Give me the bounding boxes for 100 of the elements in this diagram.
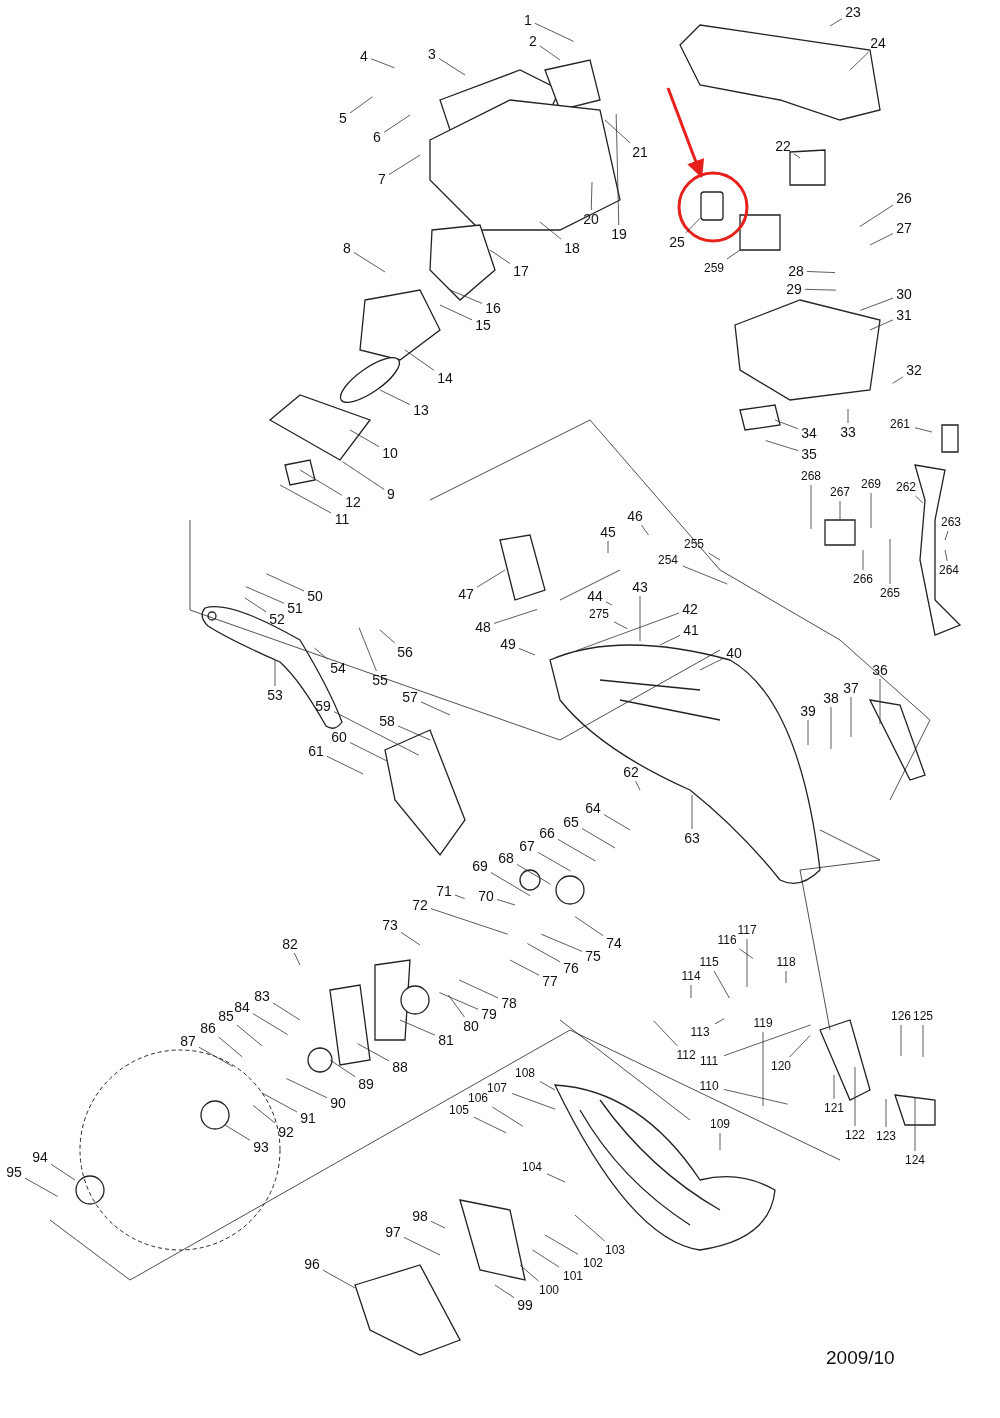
callout-number: 81: [436, 1032, 456, 1048]
leader-line: [313, 647, 328, 660]
leader-line: [516, 864, 551, 885]
callout-number: 91: [298, 1110, 318, 1126]
callout-number: 89: [356, 1076, 376, 1092]
callout-number: 78: [499, 995, 519, 1011]
date-note: 2009/10: [826, 1346, 895, 1370]
callout-number: 61: [306, 743, 326, 759]
callout-number: 47: [456, 586, 476, 602]
leader-line: [714, 1018, 725, 1025]
leader-line: [574, 1214, 606, 1242]
leader-line: [850, 696, 852, 738]
callout-number: 46: [625, 508, 645, 524]
callout-number: 33: [838, 424, 858, 440]
callout-number: 17: [511, 263, 531, 279]
callout-number: 264: [935, 562, 963, 578]
leader-line: [914, 1096, 916, 1152]
leader-line: [944, 530, 949, 541]
leader-line: [218, 1036, 243, 1058]
leader-line: [829, 18, 843, 27]
callout-number: 82: [280, 936, 300, 952]
leader-line: [539, 45, 561, 61]
leader-line: [448, 994, 465, 1018]
leader-line: [859, 297, 894, 311]
leader-line: [236, 1024, 263, 1047]
callout-number: 42: [680, 601, 700, 617]
leader-line: [198, 1046, 234, 1067]
callout-number: 35: [799, 446, 819, 462]
callout-number: 98: [410, 1208, 430, 1224]
callout-number: 2: [527, 33, 539, 49]
callout-number: 20: [581, 211, 601, 227]
callout-number: 95: [4, 1164, 24, 1180]
callout-number: 8: [341, 240, 353, 256]
leader-line: [869, 233, 894, 246]
callout-number: 29: [784, 281, 804, 297]
leader-line: [804, 288, 837, 291]
leader-line: [774, 419, 799, 430]
leader-line: [439, 992, 479, 1010]
leader-line: [539, 1081, 556, 1091]
leader-line: [944, 549, 948, 562]
callout-number: 13: [411, 402, 431, 418]
callout-number: 72: [410, 897, 430, 913]
leader-line: [356, 1043, 390, 1062]
callout-number: 108: [511, 1065, 539, 1081]
leader-line: [383, 114, 411, 133]
leader-line: [581, 828, 616, 849]
leader-line: [639, 595, 641, 642]
callout-number: 94: [30, 1149, 50, 1165]
callout-number: 119: [749, 1015, 777, 1031]
leader-line: [713, 970, 730, 999]
leader-line: [494, 1284, 515, 1299]
callout-number: 120: [767, 1058, 795, 1074]
leader-line: [24, 1177, 58, 1197]
leader-line: [605, 601, 613, 606]
callout-number: 52: [267, 611, 287, 627]
callout-number: 99: [515, 1297, 535, 1313]
leader-line: [490, 872, 531, 897]
callout-number: 15: [473, 317, 493, 333]
callout-number: 27: [894, 220, 914, 236]
callout-number: 19: [609, 226, 629, 242]
leader-line: [279, 484, 332, 514]
callout-number: 28: [786, 263, 806, 279]
leader-line: [534, 22, 574, 42]
callout-number: 54: [328, 660, 348, 676]
callout-number: 109: [706, 1116, 734, 1132]
callout-number: 101: [559, 1268, 587, 1284]
callout-number: 55: [370, 672, 390, 688]
leader-line: [900, 1024, 902, 1057]
leader-line: [322, 1269, 356, 1289]
callout-number: 76: [561, 960, 581, 976]
leader-line: [885, 1098, 887, 1128]
leader-line: [244, 597, 267, 613]
leader-line: [806, 271, 836, 273]
relay-part: [700, 191, 724, 221]
leader-line: [726, 249, 741, 260]
callout-number: 18: [562, 240, 582, 256]
leader-line: [708, 552, 721, 561]
callout-number: 100: [535, 1282, 563, 1298]
callout-number: 56: [395, 644, 415, 660]
leader-line: [793, 153, 801, 159]
callout-number: 6: [371, 129, 383, 145]
leader-line: [420, 701, 451, 716]
leader-line: [519, 1264, 539, 1282]
leader-line: [274, 659, 276, 687]
leader-line: [329, 1059, 356, 1078]
leader-line: [789, 1034, 811, 1058]
callout-number: 96: [302, 1256, 322, 1272]
leader-line: [458, 979, 499, 999]
callout-number: 115: [695, 954, 723, 970]
callout-number: 265: [876, 585, 904, 601]
leader-line: [532, 1249, 560, 1268]
leader-line: [849, 51, 870, 71]
callout-number: 39: [798, 703, 818, 719]
leader-line: [691, 794, 693, 830]
leader-line: [723, 1089, 788, 1105]
leader-line: [869, 319, 894, 331]
callout-number: 30: [894, 286, 914, 302]
leader-line: [454, 894, 466, 900]
leader-line: [50, 1163, 76, 1181]
callout-number: 31: [894, 307, 914, 323]
